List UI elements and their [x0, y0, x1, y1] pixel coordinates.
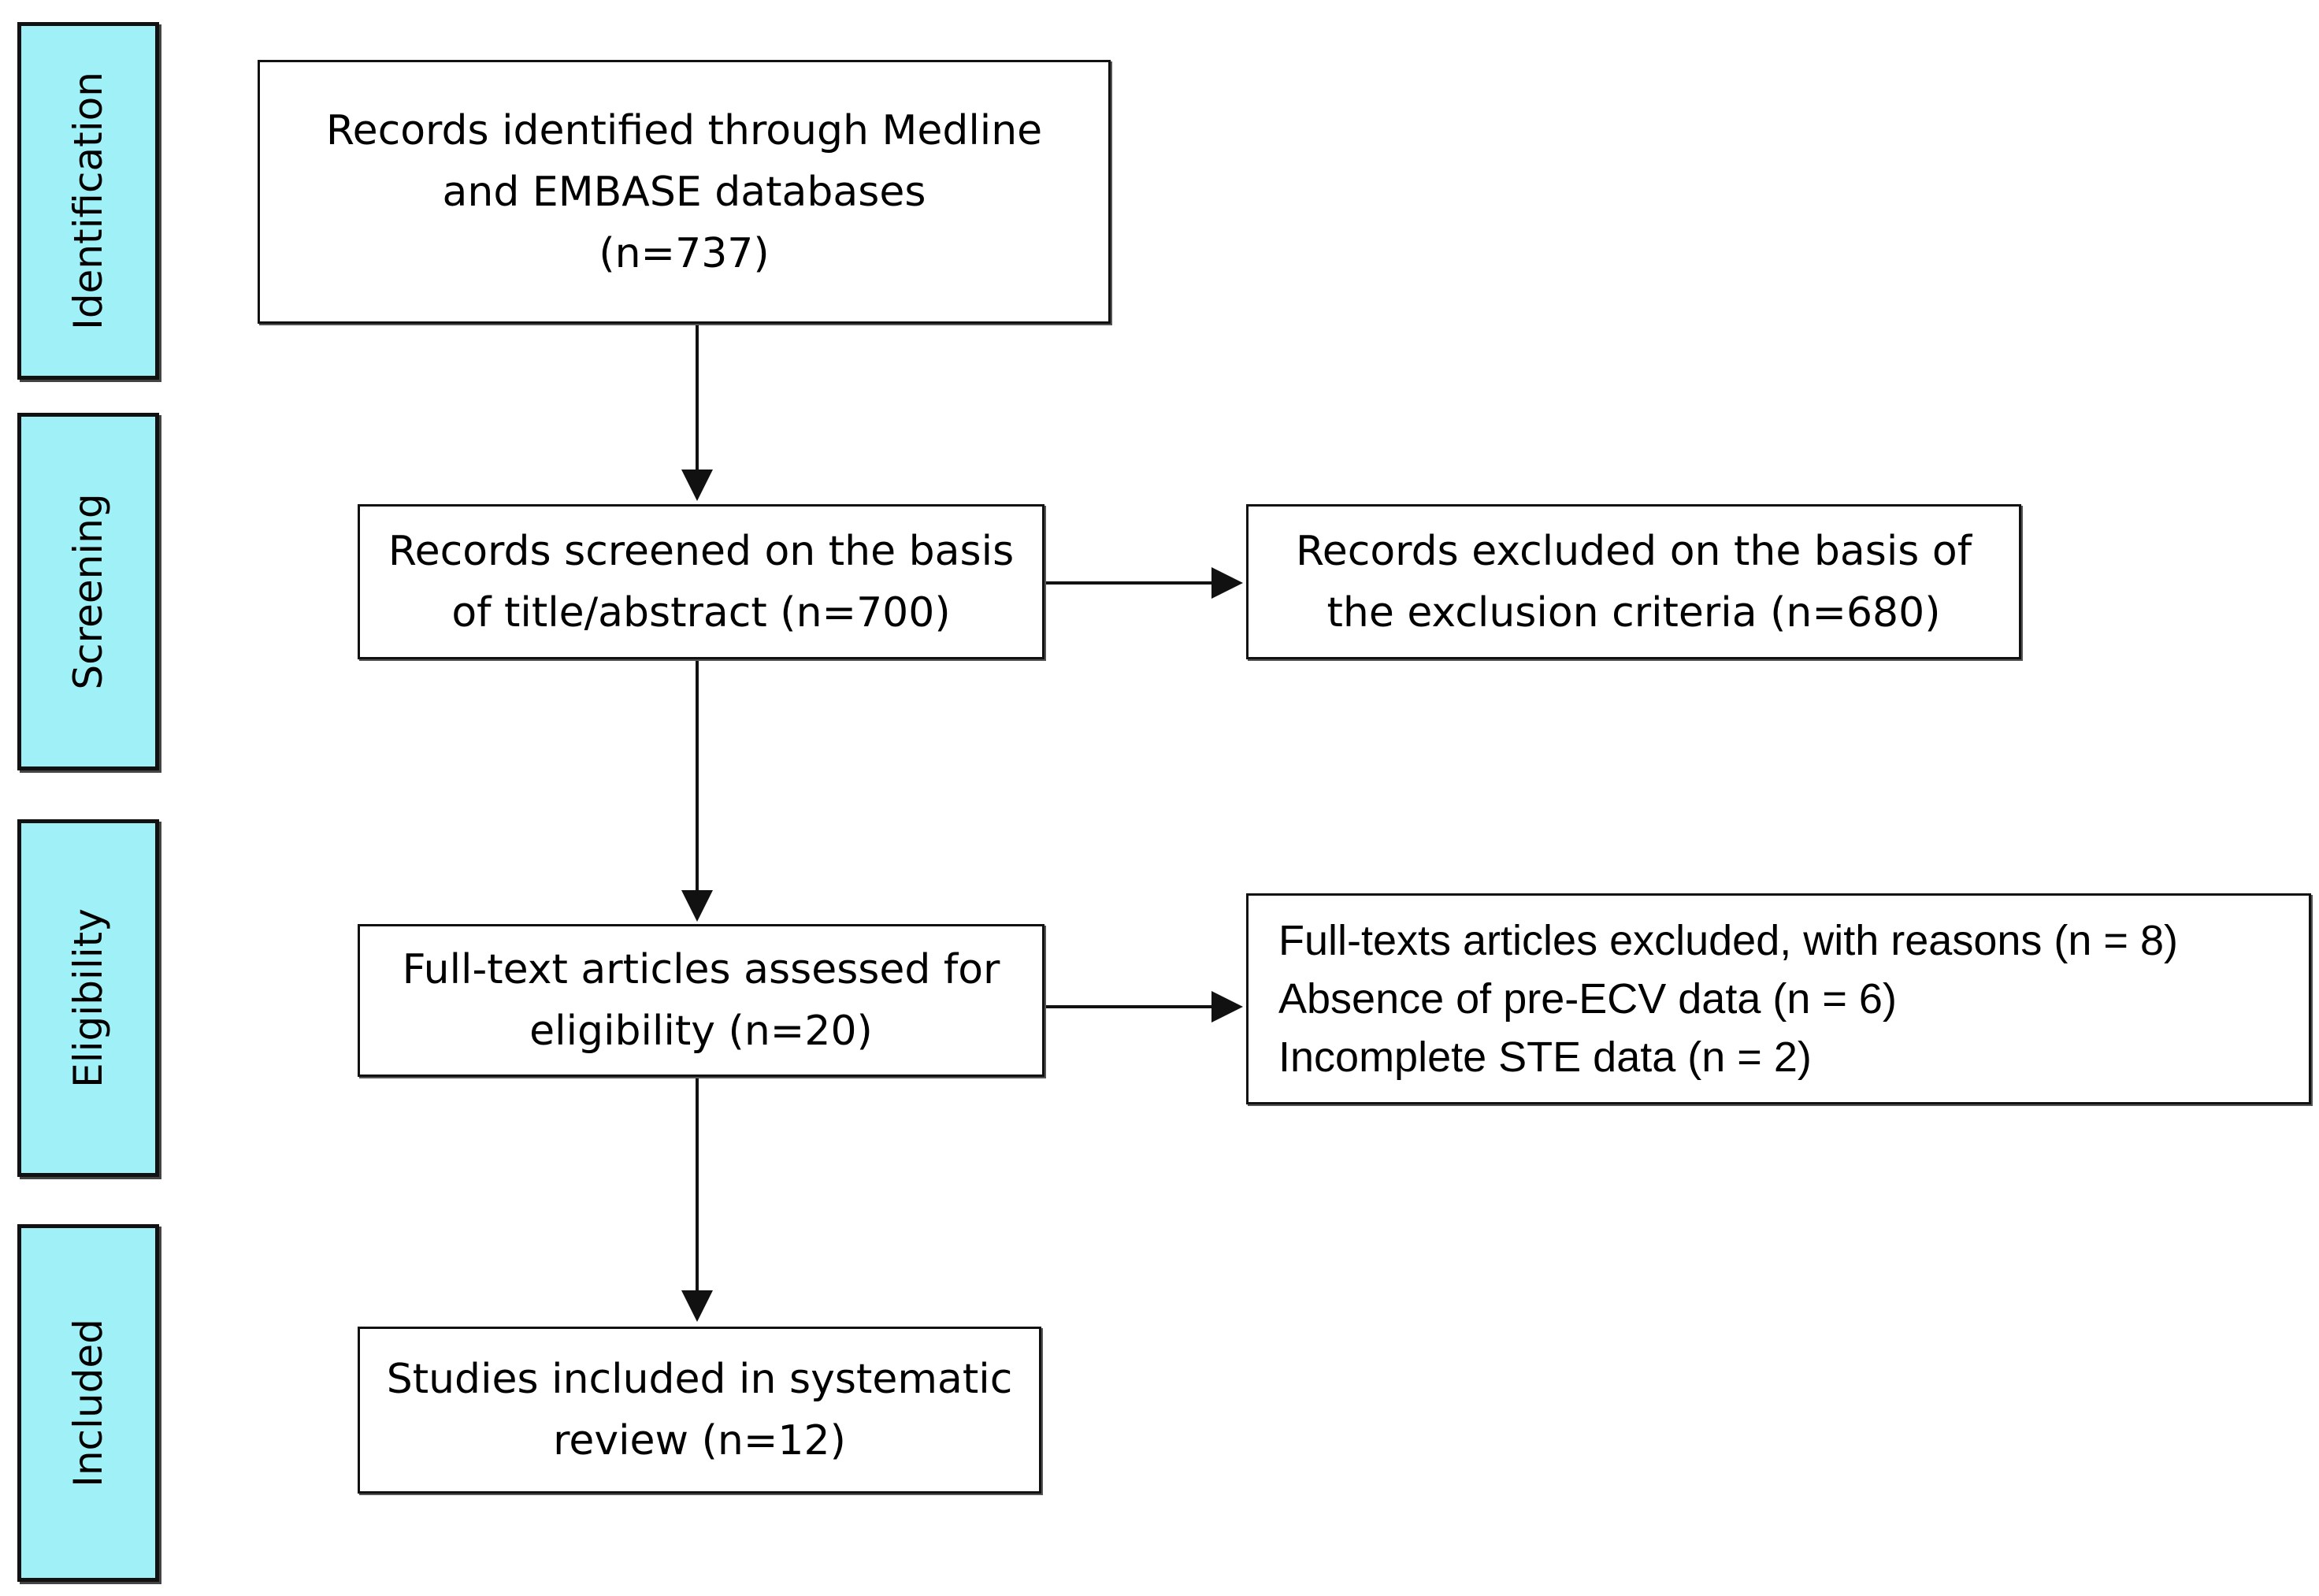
stage-eligibility: Eligibility	[17, 819, 159, 1177]
box-records-identified-line-1: Records identified through Medline	[325, 106, 1043, 154]
box-studies-included: Studies included in systematic review (n…	[358, 1327, 1041, 1494]
box-records-screened-line-1: Records screened on the basis	[388, 527, 1015, 575]
box-fulltext-assessed: Full-text articles assessed for eligibil…	[358, 924, 1044, 1077]
box-records-excluded: Records excluded on the basis of the exc…	[1246, 504, 2021, 659]
box-records-identified-line-2: and EMBASE databases	[442, 168, 926, 216]
box-fulltext-excluded: Full-texts articles excluded, with reaso…	[1246, 893, 2311, 1104]
box-fulltext-assessed-line-1: Full-text articles assessed for	[402, 946, 1000, 993]
box-records-excluded-line-2: the exclusion criteria (n=680)	[1326, 588, 1941, 637]
box-fulltext-excluded-line-2: Absence of pre-ECV data (n = 6)	[1278, 975, 1897, 1023]
stage-identification: Identification	[17, 22, 159, 380]
box-records-identified: Records identified through Medline and E…	[258, 60, 1111, 324]
box-fulltext-assessed-line-2: eligibility (n=20)	[529, 1008, 873, 1055]
box-records-screened: Records screened on the basis of title/a…	[358, 504, 1044, 659]
box-fulltext-excluded-line-3: Incomplete STE data (n = 2)	[1278, 1034, 1812, 1081]
box-fulltext-excluded-line-1: Full-texts articles excluded, with reaso…	[1278, 917, 2178, 964]
box-records-excluded-line-1: Records excluded on the basis of	[1295, 527, 1972, 575]
box-records-identified-line-3: (n=737)	[599, 229, 770, 277]
stage-included: Included	[17, 1224, 159, 1582]
box-studies-included-line-1: Studies included in systematic	[386, 1356, 1013, 1403]
stage-screening: Screening	[17, 413, 159, 770]
box-records-screened-line-2: of title/abstract (n=700)	[451, 588, 951, 637]
box-studies-included-line-2: review (n=12)	[553, 1417, 846, 1464]
